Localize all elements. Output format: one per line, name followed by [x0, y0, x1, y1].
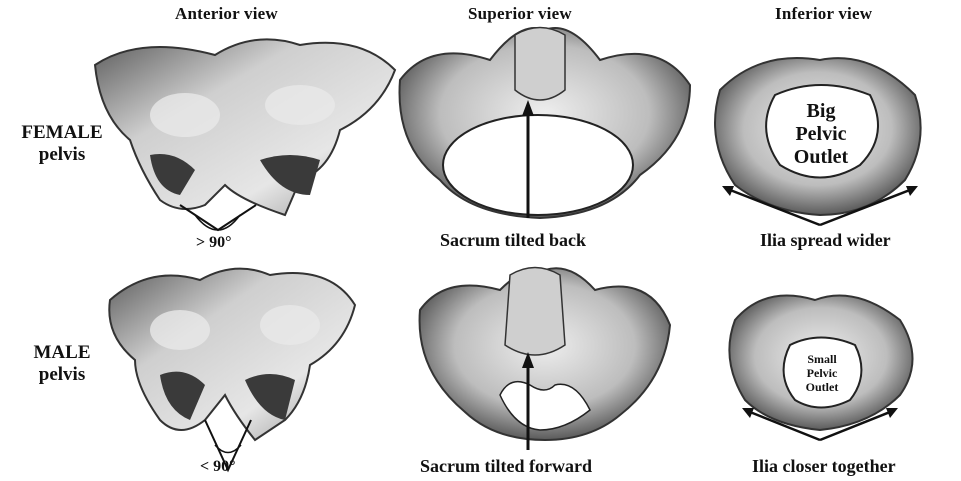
female-superior-pelvis — [400, 28, 691, 219]
female-anterior-pelvis — [95, 39, 395, 230]
caption-female-angle: > 90° — [196, 234, 232, 252]
outlet-female-line3: Outlet — [786, 146, 856, 169]
row-label-female: FEMALE pelvis — [12, 122, 112, 166]
outlet-male-line3: Outlet — [796, 381, 848, 395]
header-inferior-view: Inferior view — [775, 4, 872, 24]
row-label-female-line2: pelvis — [12, 144, 112, 166]
row-label-male-line2: pelvis — [12, 364, 112, 386]
male-superior-pelvis — [420, 268, 670, 451]
caption-male-sacrum: Sacrum tilted forward — [420, 456, 592, 477]
caption-female-ilia: Ilia spread wider — [760, 230, 891, 251]
caption-male-angle: < 90° — [200, 458, 236, 476]
outlet-label-male: Small Pelvic Outlet — [796, 353, 848, 394]
row-label-male: MALE pelvis — [12, 342, 112, 386]
header-superior-view: Superior view — [468, 4, 572, 24]
caption-male-ilia: Ilia closer together — [752, 456, 896, 477]
outlet-female-line1: Big — [786, 100, 856, 123]
row-label-female-line1: FEMALE — [12, 122, 112, 144]
row-label-male-line1: MALE — [12, 342, 112, 364]
outlet-male-line1: Small — [796, 353, 848, 367]
outlet-male-line2: Pelvic — [796, 367, 848, 381]
caption-female-sacrum: Sacrum tilted back — [440, 230, 586, 251]
header-anterior-view: Anterior view — [175, 4, 278, 24]
outlet-female-line2: Pelvic — [786, 123, 856, 146]
male-anterior-pelvis — [109, 269, 355, 470]
outlet-label-female: Big Pelvic Outlet — [786, 100, 856, 169]
